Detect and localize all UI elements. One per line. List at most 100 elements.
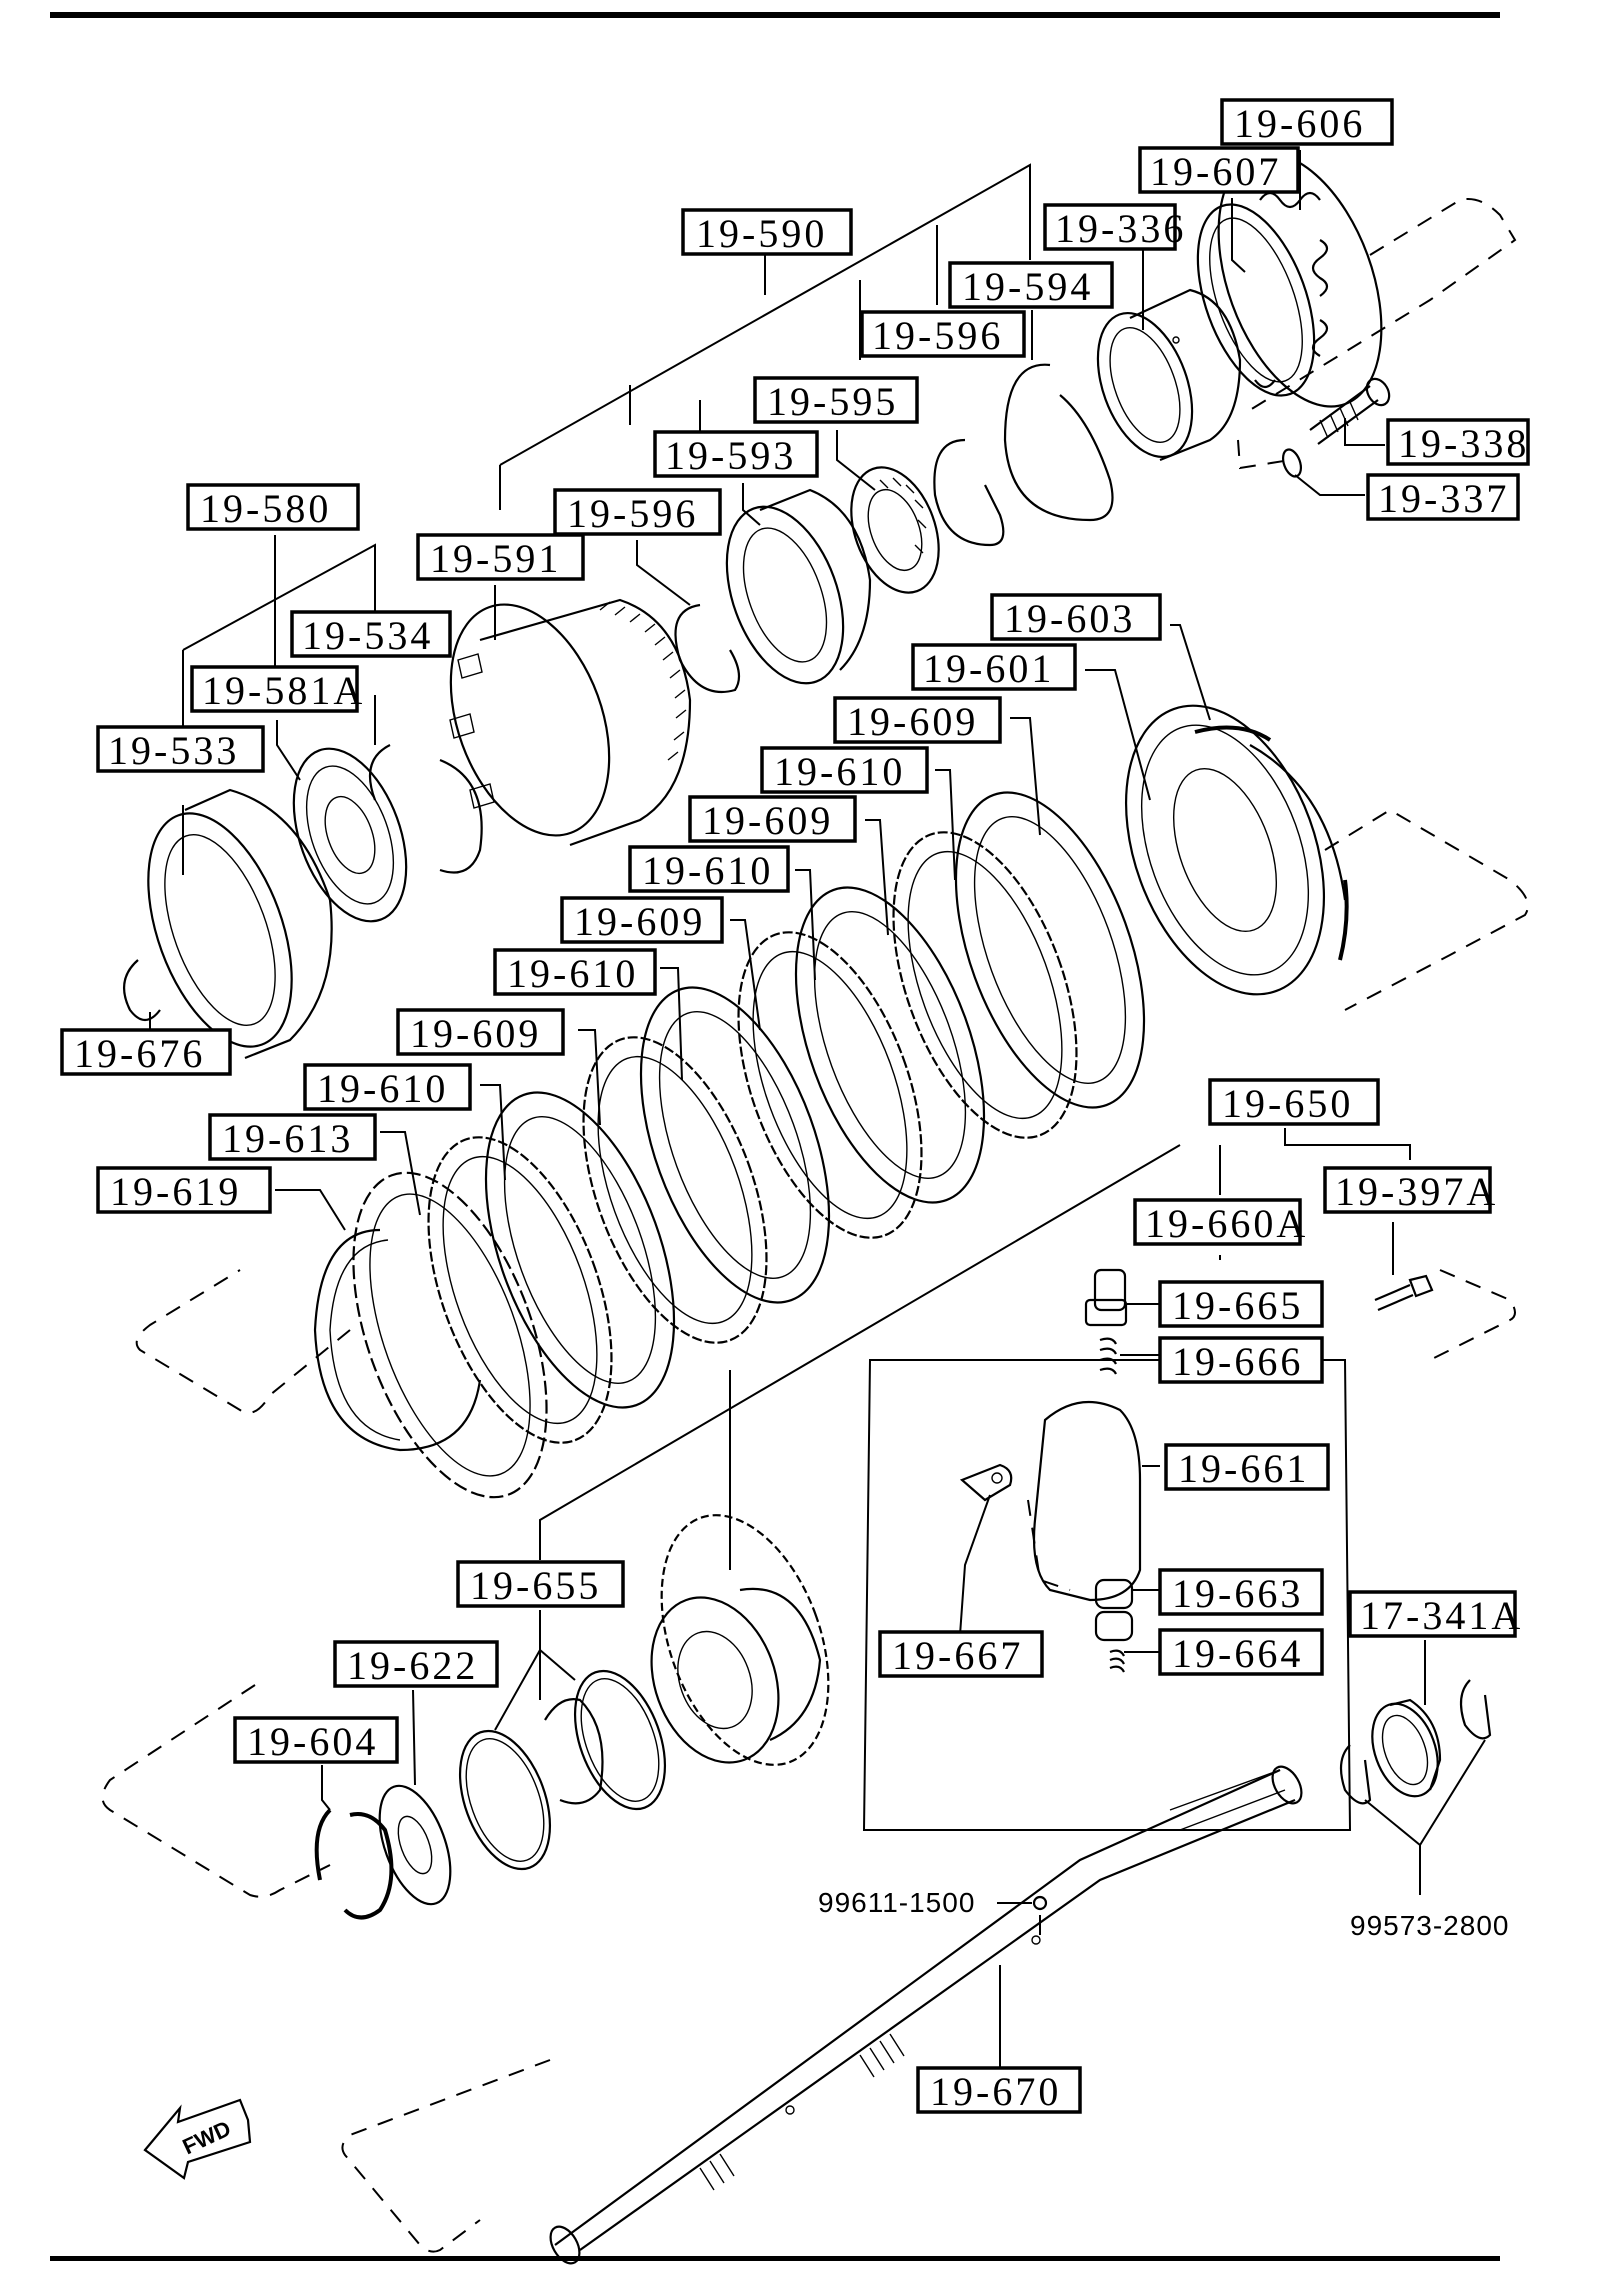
part-19-336-drawing [1096, 288, 1242, 462]
callout-label: 19-534 [302, 613, 433, 658]
callout-label: 19-660A [1145, 1201, 1308, 1246]
callout-label: 19-596 [567, 491, 698, 536]
callout-19-650: 19-650 [1208, 1078, 1380, 1126]
part-17-341A-drawing [1371, 1698, 1442, 1798]
part-99611-1500-drawing [1032, 1895, 1048, 1911]
part-19-650-drawing [650, 1514, 830, 1766]
callout-19-609-c: 19-609 [560, 896, 724, 944]
callout-19-613: 19-613 [208, 1113, 377, 1161]
callout-label: 19-622 [347, 1643, 478, 1688]
part-19-670-drawing [549, 1765, 1303, 2265]
callout-19-609-a: 19-609 [833, 696, 1002, 744]
part-19-604-drawing [314, 1808, 394, 1920]
callout-19-595: 19-595 [753, 376, 919, 424]
callout-label: 19-609 [847, 699, 978, 744]
callout-19-619: 19-619 [96, 1166, 272, 1214]
callout-19-533: 19-533 [96, 725, 265, 773]
dashed-guide-lower-left [101, 1684, 331, 1898]
callout-label: 19-338 [1398, 421, 1529, 466]
part-19-591-drawing [449, 598, 692, 847]
callout-label: 19-610 [507, 951, 638, 996]
callout-19-676: 19-676 [60, 1028, 232, 1076]
callout-label: 19-594 [962, 264, 1093, 309]
dashed-guide-snapring [135, 1269, 351, 1414]
part-19-622-drawing [378, 1784, 452, 1906]
callout-label: 19-397A [1335, 1169, 1498, 1214]
callout-19-603: 19-603 [990, 593, 1162, 641]
callout-19-609-d: 19-609 [396, 1008, 565, 1056]
callout-19-606: 19-606 [1220, 98, 1394, 146]
dashed-guide-piston [1324, 808, 1529, 1011]
part-19-655-drawing [458, 1669, 667, 1871]
callout-label: 19-606 [1234, 101, 1365, 146]
callout-19-596-upper: 19-596 [860, 310, 1026, 358]
callout-label: 19-601 [923, 646, 1054, 691]
callout-label: 19-593 [665, 433, 796, 478]
part-19-665-drawing [1084, 1268, 1128, 1327]
part-19-613-drawing [352, 1171, 548, 1499]
callout-label: 19-613 [222, 1116, 353, 1161]
callout-19-661: 19-661 [1164, 1443, 1330, 1491]
part-19-594-drawing [1003, 363, 1114, 522]
callout-19-610-a: 19-610 [760, 746, 929, 794]
part-19-397A-drawing [1374, 1274, 1434, 1312]
leader-lines [149, 150, 1486, 2070]
dashed-guide-top-right [1249, 198, 1517, 411]
callout-19-581A: 19-581A [190, 665, 365, 713]
part-19-533-drawing [147, 788, 333, 1060]
callout-19-590: 19-590 [681, 208, 853, 256]
callout-label: 19-667 [892, 1633, 1023, 1678]
dashed-guide-shaft [341, 2059, 551, 2253]
callout-17-341A: 17-341A [1348, 1590, 1523, 1638]
callout-label: 19-610 [774, 749, 905, 794]
fwd-label: FWD [179, 2116, 235, 2160]
callout-19-665: 19-665 [1158, 1280, 1324, 1328]
callout-label: 19-661 [1178, 1446, 1309, 1491]
callout-label: 19-607 [1150, 149, 1281, 194]
part-19-581A-drawing [292, 747, 408, 923]
part-19-663-drawing [1094, 1578, 1134, 1642]
part-19-661-drawing [1027, 1400, 1142, 1602]
callout-label: 17-341A [1360, 1593, 1523, 1638]
part-19-593-drawing [725, 488, 872, 685]
label-99573-2800: 99573-2800 [1350, 1910, 1509, 1941]
callout-19-534: 19-534 [290, 610, 452, 658]
callout-19-622: 19-622 [333, 1640, 499, 1688]
callout-label: 19-610 [317, 1066, 448, 1111]
dashed-guide-397A [1429, 1269, 1516, 1361]
part-19-667-drawing [959, 1463, 1013, 1502]
part-19-607-drawing [1196, 203, 1316, 397]
callout-label: 19-676 [74, 1031, 205, 1076]
callout-label: 19-591 [430, 536, 561, 581]
part-19-596-lower-drawing [674, 603, 741, 694]
callout-19-607: 19-607 [1138, 146, 1300, 194]
callout-label: 19-619 [110, 1169, 241, 1214]
callout-19-593: 19-593 [653, 430, 819, 478]
part-19-534-drawing [368, 744, 483, 874]
callout-label: 19-604 [247, 1719, 378, 1764]
callout-19-601: 19-601 [911, 643, 1077, 691]
callout-label: 19-609 [574, 899, 705, 944]
callout-19-338: 19-338 [1386, 418, 1530, 466]
top-rule [50, 12, 1500, 18]
callout-19-591: 19-591 [416, 533, 585, 581]
callout-19-660A: 19-660A [1133, 1198, 1308, 1246]
callout-label: 19-670 [930, 2069, 1061, 2114]
callout-label: 19-336 [1055, 206, 1186, 251]
callout-label: 19-610 [642, 848, 773, 893]
callout-label: 19-666 [1172, 1339, 1303, 1384]
fwd-arrow-icon: FWD [143, 2098, 252, 2180]
callout-19-655: 19-655 [456, 1560, 625, 1608]
part-19-666-drawing [1099, 1337, 1117, 1375]
callout-19-667: 19-667 [878, 1630, 1044, 1678]
callout-19-670: 19-670 [916, 2066, 1082, 2114]
callout-label: 19-580 [200, 486, 331, 531]
callout-19-594: 19-594 [948, 261, 1114, 309]
callout-label: 19-665 [1172, 1283, 1303, 1328]
part-99573-2800-drawing [1339, 1679, 1492, 1805]
callout-label: 19-581A [202, 668, 365, 713]
label-99611-1500: 99611-1500 [818, 1887, 975, 1918]
callout-19-604: 19-604 [233, 1716, 399, 1764]
callout-19-610-c: 19-610 [493, 948, 657, 996]
callout-label: 19-609 [702, 798, 833, 843]
